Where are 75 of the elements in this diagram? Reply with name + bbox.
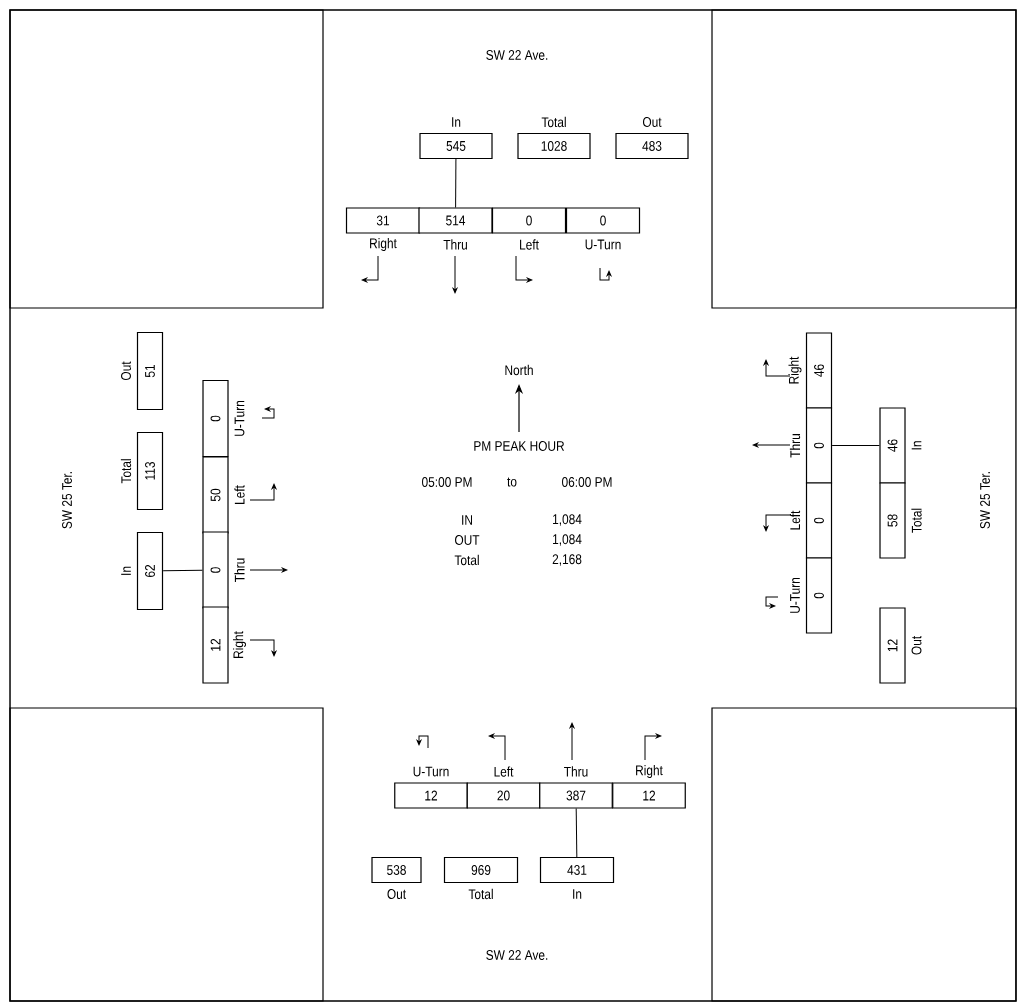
connector-line: [162, 569, 203, 572]
count-box: 12 U-Turn: [394, 766, 468, 809]
connector-line: [575, 808, 578, 858]
heading-text: PM PEAK HOUR: [474, 441, 565, 451]
node-label: Out: [121, 361, 131, 381]
node-label: Out: [387, 889, 407, 899]
node-label: U-Turn: [234, 400, 245, 436]
node-label: Total: [468, 888, 493, 900]
node-label: Right: [370, 237, 397, 252]
time-text: 05:00 PM: [422, 477, 472, 487]
count-box: 113 Total: [120, 431, 164, 511]
node-label: Thru: [789, 434, 801, 458]
count-box: 0 U-Turn: [202, 379, 245, 458]
node-label: Right: [232, 631, 247, 658]
connector-line: [455, 158, 457, 208]
node-label: Left: [789, 510, 801, 530]
count-box: 46 Right: [788, 332, 833, 409]
count-box: 538 Out: [371, 856, 422, 899]
time-text: 06:00 PM: [562, 477, 612, 487]
node-label: Total: [120, 459, 132, 484]
street-name: SW 25 Ter.: [980, 472, 990, 529]
node-label: Left: [494, 766, 514, 777]
node-label: U-Turn: [585, 239, 621, 250]
node-label: In: [573, 889, 582, 899]
node-label: Total: [541, 116, 566, 128]
node-label: U-Turn: [413, 766, 449, 777]
count-box: 1028 Total: [517, 116, 591, 160]
count-box: 12 Right: [612, 765, 686, 809]
total-label: Total: [454, 554, 479, 566]
count-box: 12 Right: [202, 606, 246, 684]
count-box: 12 Out: [879, 607, 922, 684]
node-label: In: [911, 441, 922, 450]
north-label: North: [505, 364, 533, 376]
total-value: 1,084: [553, 514, 582, 526]
total-label: IN: [462, 515, 472, 525]
time-text: to: [507, 477, 517, 487]
count-box: 514 Thru: [418, 207, 493, 250]
node-label: In: [121, 566, 131, 575]
count-box: 545 In: [419, 117, 493, 160]
count-box: 20 Left: [466, 766, 541, 809]
node-label: Left: [234, 485, 245, 504]
node-label: Left: [520, 239, 539, 250]
total-value: 2,168: [552, 554, 582, 566]
street-name: SW 22 Ave.: [486, 950, 548, 960]
count-box: 0 Left: [789, 482, 833, 559]
count-box: 31 Right: [345, 207, 421, 252]
node-label: Out: [911, 636, 922, 655]
total-value: 1,084: [553, 534, 582, 546]
count-box: 58 Total: [879, 482, 922, 559]
total-label: OUT: [455, 535, 480, 545]
connector-line: [831, 445, 880, 446]
count-box: 0 Thru: [789, 407, 833, 484]
count-box: 0 Left: [491, 207, 567, 250]
node-label: Right: [788, 356, 802, 384]
street-name: SW 25 Ter.: [62, 472, 72, 529]
count-box: 50 Left: [202, 456, 245, 534]
count-box: 483 Out: [615, 117, 689, 160]
node-label: Out: [642, 117, 662, 127]
node-label: Total: [911, 508, 922, 533]
node-label: Thru: [234, 558, 245, 582]
count-box: 387 Thru: [539, 766, 613, 809]
node-label: Right: [636, 764, 663, 779]
street-name: SW 22 Ave.: [486, 50, 548, 60]
count-box: 0 U-Turn: [790, 557, 833, 634]
count-box: 51 Out: [121, 331, 164, 411]
count-box: 431 In: [539, 856, 615, 899]
count-box: 0 U-Turn: [565, 207, 641, 250]
node-label: In: [452, 117, 461, 127]
count-box: 969 Total: [443, 856, 519, 900]
count-box: 62 In: [121, 531, 164, 611]
node-label: U-Turn: [790, 577, 800, 613]
node-label: Thru: [564, 766, 588, 777]
count-box: 0 Thru: [202, 531, 245, 609]
node-label: Thru: [443, 239, 467, 250]
count-box: 46 In: [879, 407, 922, 484]
